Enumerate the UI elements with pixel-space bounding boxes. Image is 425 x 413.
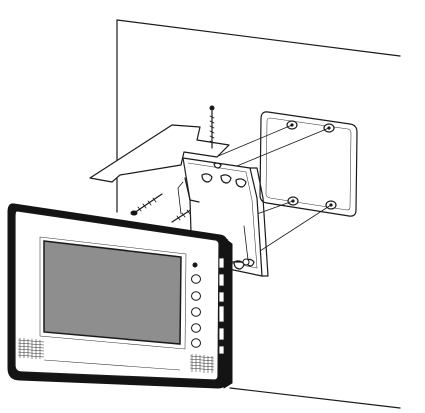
monitor-button-1 xyxy=(191,274,201,284)
bracket-slots xyxy=(201,162,255,270)
monitor-screen xyxy=(43,240,182,345)
side-controls xyxy=(218,257,225,355)
insertion-arrow xyxy=(89,124,230,183)
back-box xyxy=(259,111,358,217)
top-screw xyxy=(209,105,215,149)
monitor-button-5 xyxy=(191,338,201,348)
monitor-button-2 xyxy=(191,291,201,301)
monitor-button-3 xyxy=(191,307,201,317)
monitor-button-column xyxy=(191,262,201,348)
video-door-phone-monitor xyxy=(7,203,233,389)
side-screw-1 xyxy=(130,193,163,216)
monitor-button-4 xyxy=(191,323,201,333)
wall-surface xyxy=(116,19,401,409)
bracket-hook-screw xyxy=(227,258,250,266)
speaker-grille-left xyxy=(17,338,45,359)
speaker-grille-right xyxy=(189,354,215,373)
